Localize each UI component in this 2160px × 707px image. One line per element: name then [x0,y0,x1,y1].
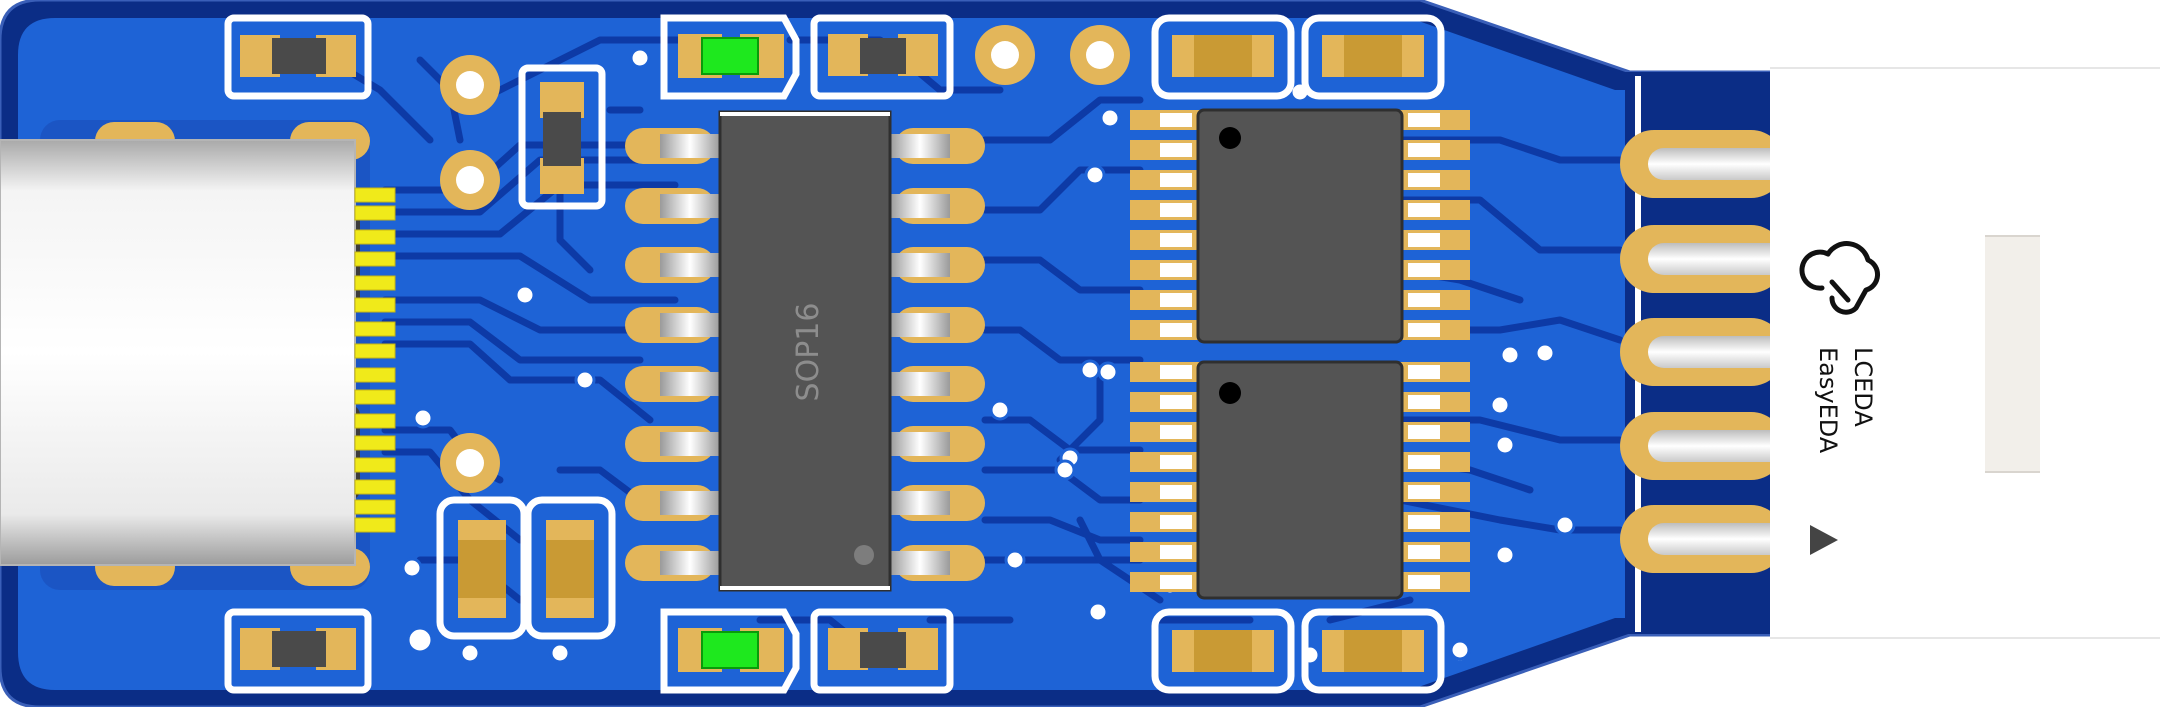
brand-line-1: LCEDA [1849,347,1877,427]
tssop-ic-bottom [1130,360,1470,600]
sop16-ic: SOP16 [625,110,985,592]
chip-label: SOP16 [791,303,826,402]
easyeda-cloud-logo-icon [1799,241,1880,315]
usb-c-connector-icon [0,122,396,586]
brand-line-2: EasyEDA [1814,347,1842,454]
tssop-ic-top [1130,108,1470,344]
pin1-triangle-icon [1810,525,1838,555]
passive-components [224,14,1445,694]
test-points [440,25,1130,493]
pin-header-connector [1620,67,2160,639]
vias [401,47,1576,666]
